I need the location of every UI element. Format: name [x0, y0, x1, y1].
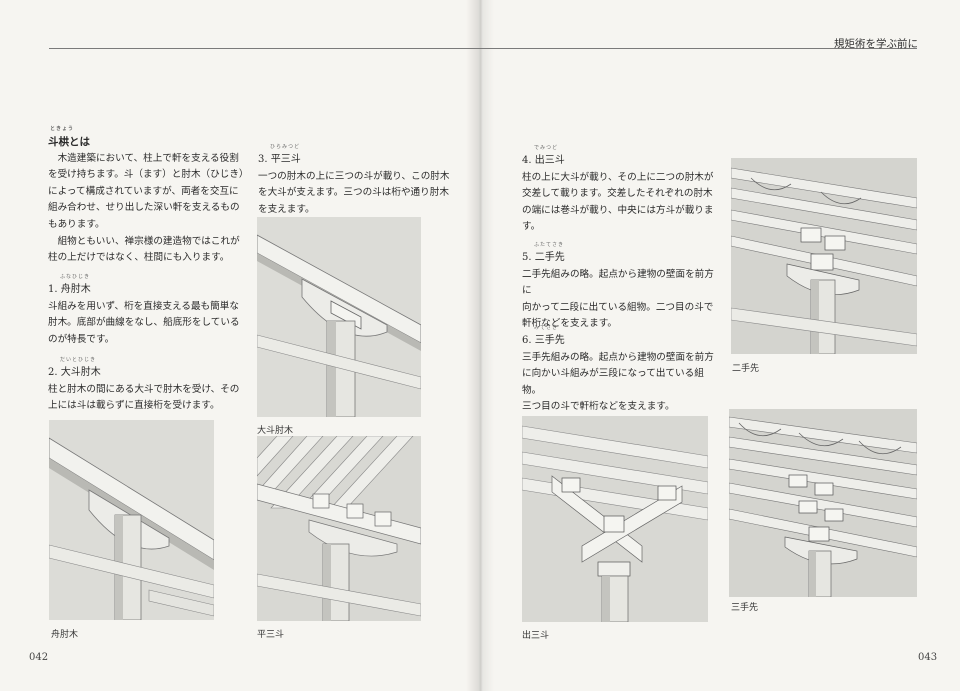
- intro-line: 木造建築において、柱上で軒を支える役割: [57, 152, 239, 164]
- section-line: 三つ目の斗で軒桁などを支えます。: [522, 401, 675, 413]
- book-gutter: [466, 0, 494, 691]
- caption-hiramitsudo: 平三斗: [257, 630, 285, 640]
- section-hiramitsudo: ひらみつど 3. 平三斗 一つの肘木の上に三つの斗が載り、この肘木 を大斗が支え…: [258, 144, 458, 218]
- section-mitesaki: みてさき 6. 三手先 三手先組みの略。起点から建物の壁面を前方 に向かい斗組み…: [522, 325, 722, 416]
- caption-mitesaki: 三手先: [731, 603, 759, 613]
- section-line: 二手先組みの略。起点から建物の壁面を前方に: [522, 268, 714, 297]
- section-line: の端には巻斗が載り、中央には方斗が載りま: [522, 204, 714, 216]
- section-line: す。: [522, 221, 541, 233]
- section-line: 肘木。底部が曲線をなし、船底形をしている: [48, 317, 240, 329]
- funahijiki-illustration: [49, 420, 214, 620]
- section-line: のが特長です。: [48, 333, 115, 345]
- section-line: 三手先組みの略。起点から建物の壁面を前方: [522, 351, 714, 363]
- section-line: 上には斗は載らずに直接桁を受けます。: [48, 400, 220, 412]
- demitsudo-illustration: [522, 416, 708, 622]
- page-number-left: 042: [29, 652, 49, 663]
- section-line: 向かって二段に出ている組物。二つ目の斗で: [522, 301, 714, 313]
- intro-block: ときょう 斗栱とは 木造建築において、柱上で軒を支える役割 を受け持ちます。斗（…: [48, 126, 249, 267]
- futatesaki-illustration: [731, 158, 917, 354]
- caption-demitsudo: 出三斗: [522, 631, 550, 641]
- section-line: 斗組みを用いず、桁を直接支える最も簡単な: [48, 300, 239, 312]
- section-line: を支えます。: [258, 203, 315, 215]
- section-title: でみつど 4. 出三斗: [522, 145, 565, 166]
- section-line: 柱と肘木の間にある大斗で肘木を受け、その: [48, 383, 240, 395]
- intro-line: を受け持ちます。斗（ます）と肘木（ひじき）: [48, 169, 249, 181]
- caption-futatesaki: 二手先: [732, 364, 760, 374]
- intro-heading: ときょう 斗栱とは: [48, 126, 90, 148]
- section-line: に向かい斗組みが三段になって出ている組物。: [522, 368, 704, 396]
- caption-daito: 大斗肘木: [257, 426, 294, 436]
- section-futatesaki: ふたてさき 5. 二手先 二手先組みの略。起点から建物の壁面を前方に 向かって二…: [522, 242, 722, 333]
- section-title: ひらみつど 3. 平三斗: [258, 144, 301, 165]
- caption-funahijiki: 舟肘木: [51, 630, 79, 640]
- intro-line: 柱の上だけではなく、柱間にも入ります。: [48, 252, 230, 264]
- running-head: 規矩術を学ぶ前に: [834, 38, 918, 50]
- intro-heading-ruby: ときょう: [50, 126, 75, 132]
- hiramitsudo-illustration: [257, 436, 421, 621]
- intro-line: 組み合わせ、せり出した深い軒を支えるもの: [48, 202, 240, 214]
- daito-illustration: [257, 217, 421, 417]
- section-demitsudo: でみつど 4. 出三斗 柱の上に大斗が載り、その上に二つの肘木が 交差して載りま…: [522, 145, 722, 236]
- header-rule: [49, 48, 917, 49]
- section-line: 一つの肘木の上に三つの斗が載り、この肘木: [258, 170, 450, 182]
- section-funahijiki: ふなひじき 1. 舟肘木 斗組みを用いず、桁を直接支える最も簡単な 肘木。底部が…: [48, 274, 248, 348]
- intro-line: によって構成されていますが、両者を交互に: [48, 185, 239, 197]
- section-title: みてさき 6. 三手先: [522, 325, 565, 346]
- section-line: 軒桁などを支えます。: [522, 318, 617, 330]
- section-line: 柱の上に大斗が載り、その上に二つの肘木が: [522, 171, 714, 183]
- intro-line: もあります。: [48, 218, 105, 230]
- section-daito: だいとひじき 2. 大斗肘木 柱と肘木の間にある大斗で肘木を受け、その 上には斗…: [48, 357, 248, 415]
- section-title: ふなひじき 1. 舟肘木: [48, 274, 91, 295]
- section-line: 交差して載ります。交差したそれぞれの肘木: [522, 188, 713, 200]
- page-number-right: 043: [918, 652, 938, 663]
- mitesaki-illustration: [729, 409, 917, 597]
- section-title: だいとひじき 2. 大斗肘木: [48, 357, 101, 378]
- section-title: ふたてさき 5. 二手先: [522, 242, 565, 263]
- section-line: を大斗が支えます。三つの斗は桁や通り肘木: [258, 187, 449, 199]
- intro-line: 組物ともいい、禅宗様の建造物ではこれが: [57, 235, 240, 247]
